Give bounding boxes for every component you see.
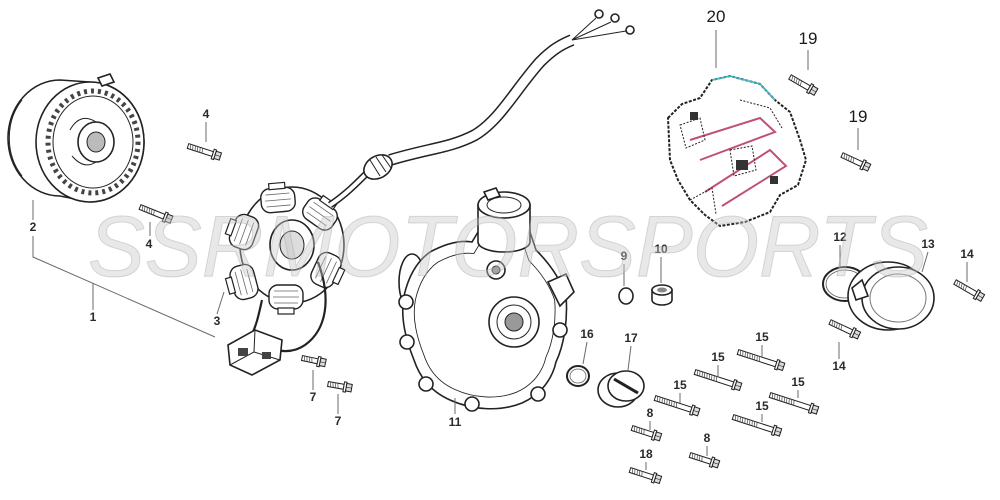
stator bbox=[221, 180, 350, 315]
callout-14-lower: 14 bbox=[832, 359, 846, 373]
bolt-15-e bbox=[731, 413, 783, 437]
bolt-14-lower bbox=[828, 319, 862, 340]
callout-15-a: 15 bbox=[755, 330, 769, 344]
bolt-19-upper bbox=[788, 74, 819, 96]
plug-10 bbox=[651, 284, 673, 306]
bolt-14-upper bbox=[953, 279, 986, 302]
stator-wire-harness bbox=[251, 9, 635, 353]
callout-3: 3 bbox=[214, 314, 221, 328]
bolt-4-lower bbox=[138, 204, 174, 224]
callout-10: 10 bbox=[654, 242, 668, 256]
bolt-15-c bbox=[653, 394, 701, 417]
callout-15-c: 15 bbox=[673, 378, 687, 392]
callout-15-e: 15 bbox=[755, 399, 769, 413]
bolt-4-upper bbox=[186, 142, 223, 161]
callout-11: 11 bbox=[449, 415, 462, 429]
part-20-assembly bbox=[666, 74, 808, 228]
flywheel bbox=[7, 73, 145, 203]
bolt-15-d bbox=[768, 391, 820, 415]
callout-7-lower: 7 bbox=[335, 414, 342, 428]
bolt-15-b bbox=[693, 368, 743, 392]
callout-9: 9 bbox=[621, 249, 628, 263]
bolt-15-a bbox=[736, 348, 786, 372]
callout-4-lower: 4 bbox=[146, 237, 153, 251]
cover-cap-13 bbox=[847, 261, 935, 331]
callout-14-upper: 14 bbox=[960, 247, 974, 261]
o-ring-16 bbox=[566, 365, 590, 387]
bolt-7-lower bbox=[326, 380, 353, 393]
callout-8-upper: 8 bbox=[647, 406, 654, 420]
callout-19-upper: 19 bbox=[799, 29, 818, 48]
callout-7-upper: 7 bbox=[310, 390, 317, 404]
callout-13: 13 bbox=[921, 237, 935, 251]
callout-18: 18 bbox=[639, 447, 653, 461]
callout-12: 12 bbox=[833, 230, 847, 244]
callout-20: 20 bbox=[707, 7, 726, 26]
callout-15-d: 15 bbox=[791, 375, 805, 389]
leader-lines bbox=[32, 30, 968, 470]
o-ring-9 bbox=[618, 287, 634, 305]
watermark: SSRMOTORSPORTS bbox=[88, 199, 928, 295]
harness-grommet bbox=[363, 154, 393, 180]
callout-1: 1 bbox=[90, 310, 97, 324]
callout-8-lower: 8 bbox=[704, 431, 711, 445]
callout-15-b: 15 bbox=[711, 350, 725, 364]
callout-16: 16 bbox=[580, 327, 594, 341]
bolt-18 bbox=[628, 466, 663, 485]
callout-4-upper: 4 bbox=[203, 107, 210, 121]
bolt-8-upper bbox=[630, 424, 663, 442]
pulser-connector bbox=[227, 329, 283, 376]
bolt-7-upper bbox=[300, 354, 327, 368]
bolt-8-lower bbox=[688, 451, 721, 469]
plug-17 bbox=[597, 370, 645, 408]
bolts bbox=[138, 74, 986, 485]
callout-17: 17 bbox=[624, 331, 638, 345]
magneto-cover bbox=[398, 187, 575, 412]
callouts: 20 19 19 4 4 2 1 3 7 7 11 9 10 12 13 14 … bbox=[30, 7, 974, 461]
callout-19-lower: 19 bbox=[849, 107, 868, 126]
callout-2: 2 bbox=[30, 220, 37, 234]
bolt-19-lower bbox=[840, 152, 872, 172]
